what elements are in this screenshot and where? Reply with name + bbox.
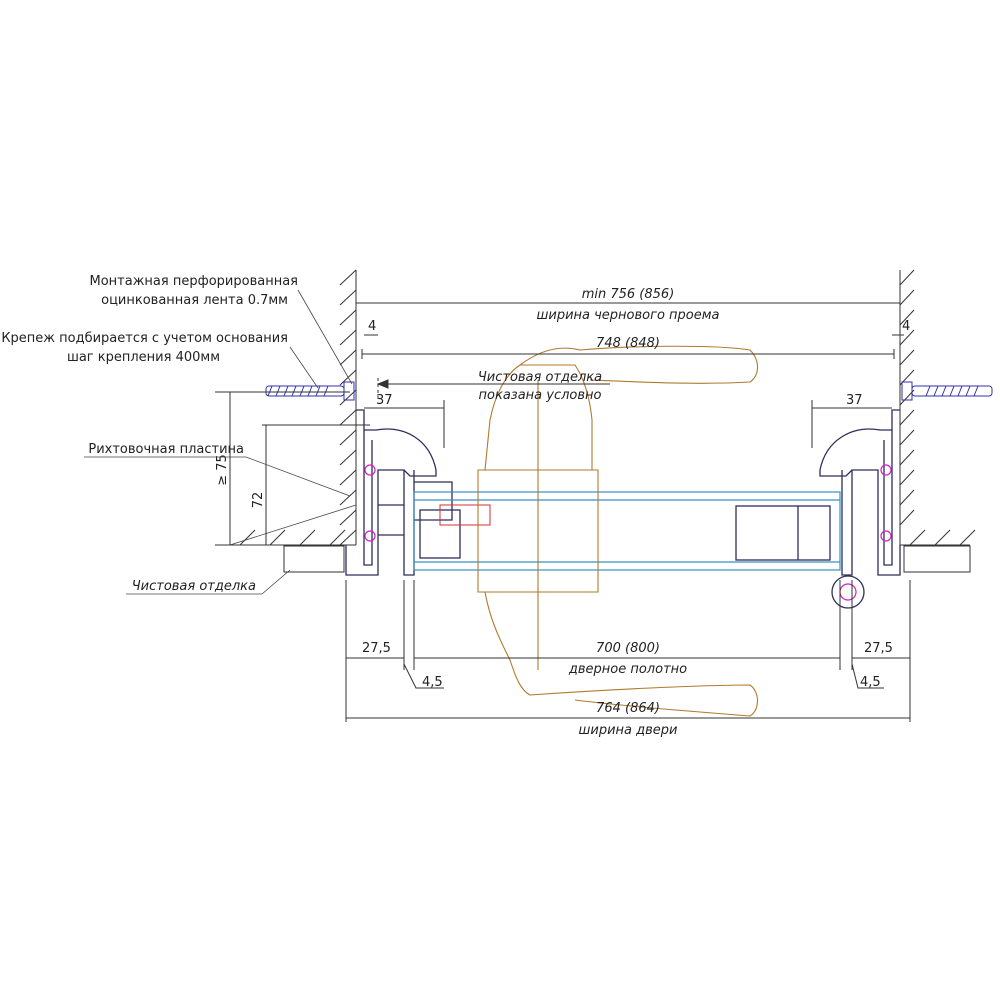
dimension-rough-opening: min 756 (856) ширина чернового проема [355,287,901,323]
left-anchor-screw [265,381,355,401]
door-value: 764 (864) [596,701,660,716]
mounting-tape-line1: Монтажная перфорированная [90,274,298,289]
dimension-leaf: 700 (800) дверное полотно 27,5 27,5 4,5 … [345,580,911,722]
callout-finish-left: Чистовая отделка [126,569,291,595]
side-right-value: 27,5 [864,641,893,656]
door-handle [477,345,759,717]
leaf-value: 700 (800) [596,641,660,656]
inner-width-value: 748 (848) [596,336,660,351]
dimension-vertical-left: ≥ 75 72 [215,391,370,545]
left-wall [215,269,357,573]
dimension-door: 764 (864) ширина двери [346,701,910,738]
dimension-frame-depth: 37 37 [364,393,892,448]
finish-left-label: Чистовая отделка [132,579,256,594]
callout-mounting-tape: Монтажная перфорированная оцинкованная л… [90,274,353,385]
height-72-value: 72 [251,492,266,509]
mounting-tape-line2: оцинкованная лента 0.7мм [101,293,288,308]
left-frame-profile [345,409,453,576]
fastening-line1: Крепеж подбирается с учетом основания [1,331,288,346]
right-frame-profile [819,409,901,609]
small-left-value: 4,5 [422,675,443,690]
callout-fastening: Крепеж подбирается с учетом основания ша… [1,331,319,389]
small-right-value: 4,5 [860,675,881,690]
fastening-line2: шаг крепления 400мм [67,350,220,365]
callout-leveling-plate: Рихтовочная пластина [84,442,351,497]
right-wall [899,269,976,573]
door-leaf [413,491,841,571]
finish-center-line2: показана условно [479,388,602,403]
callout-finish-center: Чистовая отделка показана условно [376,370,610,403]
wall-min-value: ≥ 75 [215,454,230,486]
gap-right-value: 4 [902,319,910,334]
dimension-inner-width: 748 (848) 4 4 [361,319,910,359]
finish-center-line1: Чистовая отделка [478,370,602,385]
leveling-plate-label: Рихтовочная пластина [88,442,244,457]
side-left-value: 27,5 [362,641,391,656]
frame-depth-left: 37 [376,393,393,408]
leaf-caption: дверное полотно [568,662,687,677]
rough-opening-caption: ширина чернового проема [536,308,719,323]
frame-depth-right: 37 [846,393,863,408]
gap-left-value: 4 [368,319,376,334]
rough-opening-value: min 756 (856) [582,287,675,302]
door-caption: ширина двери [579,723,678,738]
right-anchor-screw [901,381,993,401]
